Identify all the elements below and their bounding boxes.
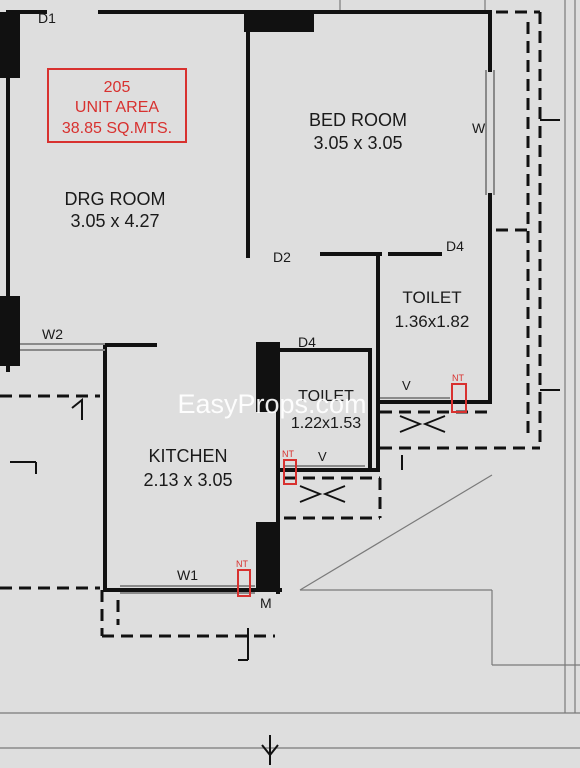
shaft-crosses — [299, 415, 446, 503]
outer-boundary-lines — [0, 0, 580, 749]
nt-label-1: NT — [452, 373, 464, 383]
toilet-1-size: 1.36x1.82 — [395, 312, 470, 331]
arrow-markers — [10, 119, 560, 765]
unit-number: 205 — [104, 79, 131, 96]
door-d1-label: D1 — [38, 10, 56, 26]
window-w1-label: W1 — [177, 567, 198, 583]
door-d4-label-bottom: D4 — [298, 334, 316, 350]
toilet-2-name: TOILET — [298, 388, 354, 405]
drg-room-size: 3.05 x 4.27 — [70, 211, 159, 231]
nt-marker-2: NT — [282, 449, 297, 485]
nt-marker-3: NT — [236, 559, 251, 597]
vent-v-label-2: V — [318, 449, 327, 464]
watermark: EasyProps.com — [177, 389, 366, 419]
vent-v-label-1: V — [402, 378, 411, 393]
nt-label-3: NT — [236, 559, 248, 569]
bed-room-size: 3.05 x 3.05 — [313, 133, 402, 153]
window-w-label: W — [472, 120, 486, 136]
window-glazing — [20, 70, 495, 594]
nt-label-2: NT — [282, 449, 294, 459]
door-d2-label: D2 — [273, 249, 291, 265]
drg-room-name: DRG ROOM — [65, 189, 166, 209]
window-w2-label: W2 — [42, 326, 63, 342]
bed-room-name: BED ROOM — [309, 110, 407, 130]
meter-label: M — [260, 595, 272, 611]
toilet-2-size: 1.22x1.53 — [291, 415, 361, 432]
unit-area-value: 38.85 SQ.MTS. — [62, 120, 172, 137]
dashed-outlines — [0, 10, 542, 638]
wall-columns — [0, 10, 314, 592]
unit-area-label: UNIT AREA — [75, 99, 160, 116]
nt-marker-1: NT — [451, 373, 467, 413]
unit-area-box — [47, 68, 187, 143]
door-d4-label-top: D4 — [446, 238, 464, 254]
kitchen-size: 2.13 x 3.05 — [143, 470, 232, 490]
toilet-1-name: TOILET — [402, 288, 461, 307]
kitchen-name: KITCHEN — [148, 446, 227, 466]
